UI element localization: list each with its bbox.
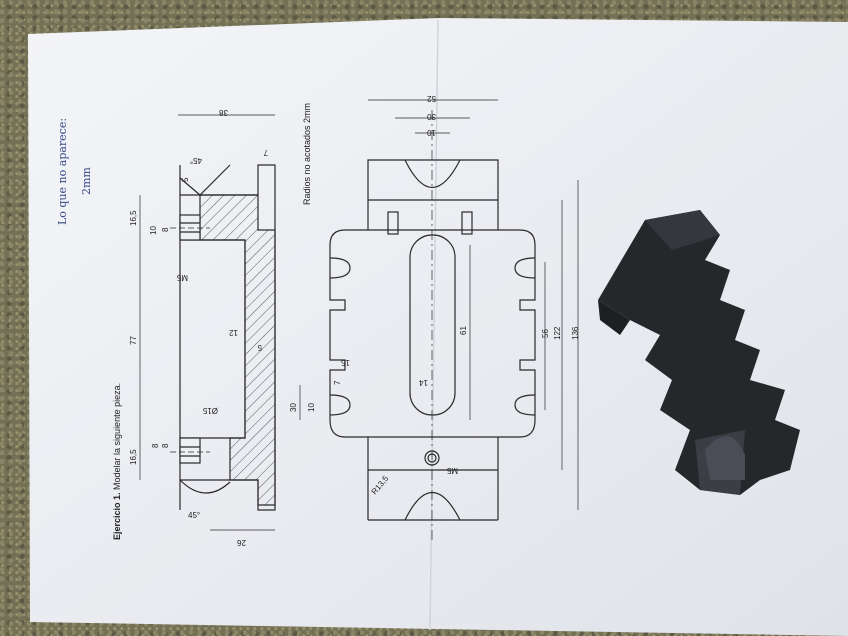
dim-plan-top-width: 52 — [427, 94, 436, 103]
dim-section-chamfer-top: 45° — [190, 156, 202, 165]
dim-section-wall-5a: 5 — [181, 177, 190, 182]
exercise-title: Ejercicio 1. Modelar la siguiente pieza. — [112, 383, 122, 540]
handwritten-note-line1: Lo que no aparece: — [56, 118, 69, 225]
dim-section-wall-5b: 5 — [257, 343, 262, 352]
dim-plan-inner-30: 30 — [427, 112, 436, 121]
dim-section-top-width: 38 — [219, 108, 228, 117]
dim-plan-left-30: 30 — [289, 403, 298, 412]
dim-plan-left-7: 7 — [333, 380, 342, 385]
dim-plan-slot-w: 14 — [419, 378, 428, 387]
dim-section-depth-c: 8 — [151, 443, 160, 448]
section-view — [139, 114, 276, 531]
dim-plan-slot-len: 61 — [459, 326, 468, 335]
paper-fold — [429, 19, 439, 631]
dim-section-top-small: 7 — [263, 148, 268, 157]
dim-section-thread-top: M5 — [176, 273, 188, 282]
dim-section-left-len: 16,5 — [129, 210, 138, 226]
dim-plan-left-15: 15 — [341, 358, 350, 367]
dim-plan-dist-56: 56 — [541, 329, 550, 338]
radius-note: Radios no acotados 2mm — [302, 103, 312, 205]
dim-section-depth-a: 10 — [149, 226, 158, 235]
paper — [28, 18, 848, 636]
dim-section-bottom-width: 26 — [237, 538, 246, 547]
dim-section-mid-len: 77 — [129, 336, 138, 345]
handwritten-note-line2: 2mm — [80, 167, 93, 195]
dim-plan-dist-136: 136 — [571, 326, 580, 340]
plan-view — [299, 99, 579, 540]
dim-section-depth-b: 8 — [161, 227, 170, 232]
dim-plan-thread: M5 — [446, 466, 458, 475]
dim-section-wall-12: 12 — [229, 328, 238, 337]
dim-section-depth-d: 8 — [161, 443, 170, 448]
dim-section-right-len: 16,5 — [129, 449, 138, 465]
dim-plan-dist-122: 122 — [553, 326, 562, 340]
dim-plan-inner-10: 10 — [427, 128, 436, 137]
model-3d-render — [598, 210, 800, 495]
dim-section-diameter: Ø15 — [202, 406, 218, 415]
dim-section-chamfer-bottom: 45° — [188, 511, 200, 520]
dim-plan-left-10: 10 — [307, 403, 316, 412]
